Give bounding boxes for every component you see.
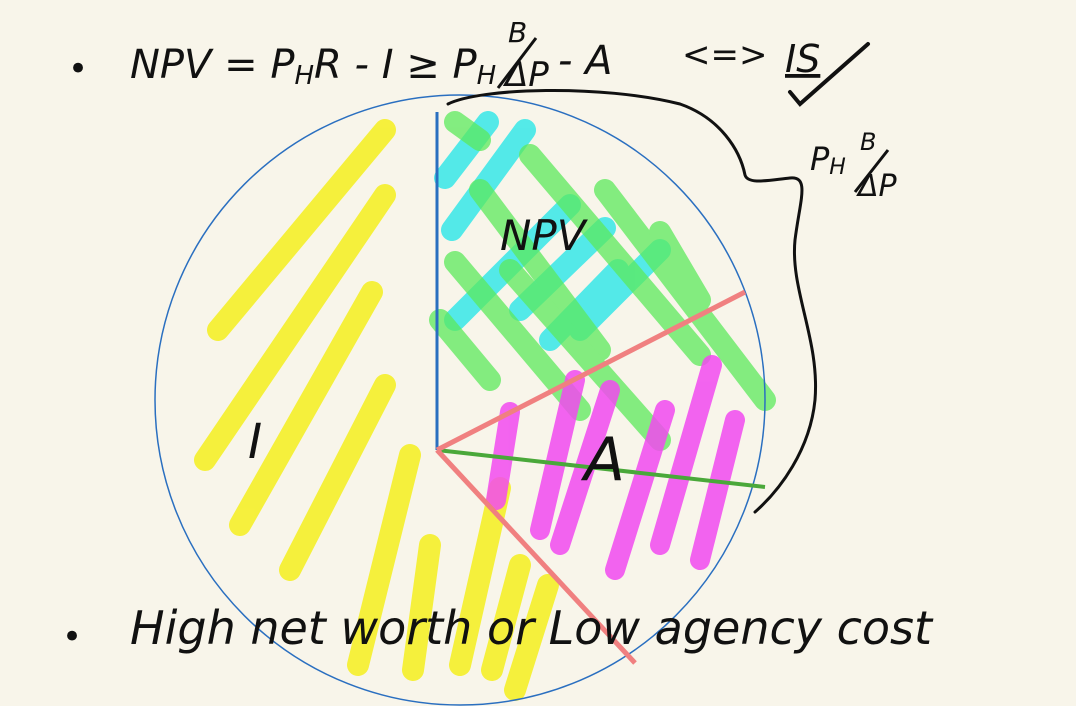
- yellow-stroke: [402, 534, 441, 681]
- brace-label-sub: H: [829, 155, 846, 180]
- equation-fraction-numerator: B: [508, 16, 527, 49]
- magenta-stroke: [530, 370, 585, 540]
- brace-label-fraction-bar: [853, 149, 890, 193]
- yellow-stroke: [347, 444, 421, 676]
- magenta-stroke: [650, 355, 722, 555]
- bottom-note-bullet: •: [62, 617, 82, 657]
- equation-lhs-text: NPV = P: [130, 42, 295, 88]
- green-stroke: [429, 309, 501, 391]
- divider-lower-diagonal: [435, 448, 637, 665]
- green-stroke: [469, 179, 611, 361]
- equation-lhs: NPV = PHR - I ≥ PH: [130, 42, 496, 91]
- brace-label-main: PH: [810, 140, 846, 180]
- equation-fraction-denominator: ΔP: [502, 55, 549, 95]
- equation-bullet: •: [68, 49, 88, 89]
- region-label-investment: I: [248, 414, 262, 470]
- divider-upper-diagonal: [435, 289, 747, 453]
- brace-label-denominator: ΔP: [856, 169, 898, 204]
- region-label-npv: NPV: [500, 211, 589, 260]
- yellow-stroke: [279, 374, 396, 581]
- brace-label-p: P: [810, 140, 830, 178]
- equation-note: IS: [785, 37, 820, 81]
- brace-curve: [446, 89, 818, 514]
- cyan-stroke: [569, 239, 671, 341]
- yellow-stroke: [481, 554, 531, 681]
- yellow-stroke: [449, 477, 511, 676]
- equation-fraction-bar: [496, 37, 538, 89]
- green-hatching: [429, 111, 776, 451]
- brace-label-numerator: B: [860, 128, 876, 156]
- equation-iff: <=>: [682, 35, 767, 75]
- equation-lhs-sub: H: [294, 61, 314, 91]
- equation-lhs-rest: R - I ≥ P: [314, 42, 477, 88]
- pie-circle: [154, 94, 766, 706]
- green-stroke: [499, 259, 671, 451]
- magenta-stroke: [605, 400, 675, 580]
- green-stroke: [519, 144, 711, 366]
- cyan-stroke: [441, 119, 536, 241]
- region-label-agency: A: [580, 425, 625, 495]
- equation-rhs-rest: - A: [558, 38, 613, 84]
- magenta-stroke: [690, 410, 745, 570]
- green-stroke: [444, 111, 491, 151]
- magenta-hatching: [486, 355, 745, 580]
- yellow-hatching: [194, 119, 559, 701]
- yellow-stroke: [194, 184, 396, 471]
- yellow-stroke: [229, 281, 383, 536]
- yellow-stroke: [504, 574, 559, 701]
- equation-rhs-sub: H: [477, 61, 497, 91]
- divider-horizontal: [436, 448, 766, 489]
- yellow-stroke: [207, 119, 396, 341]
- bottom-note-text: High net worth or Low agency cost: [130, 601, 934, 655]
- checkmark-icon: [788, 42, 870, 107]
- green-stroke: [649, 221, 711, 311]
